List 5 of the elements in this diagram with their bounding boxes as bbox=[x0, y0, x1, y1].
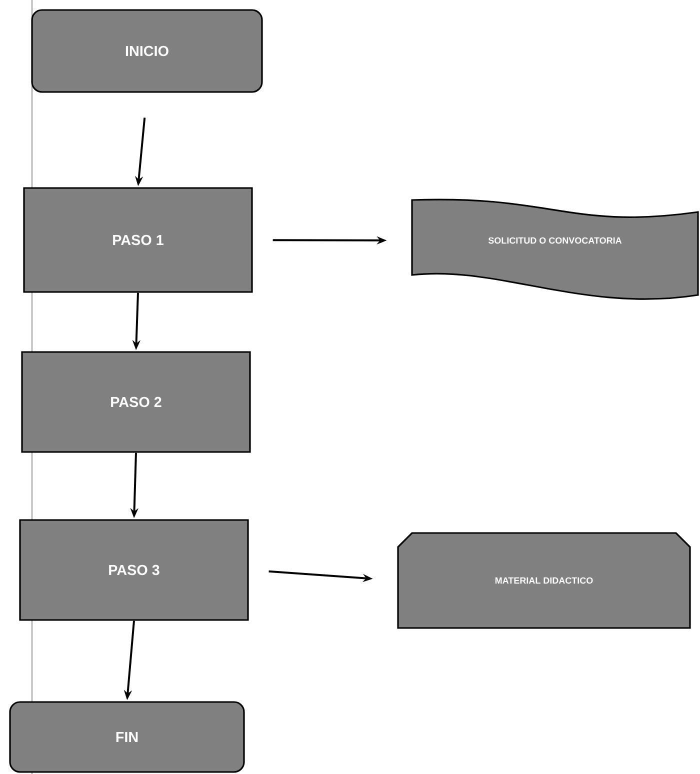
terminal-box: INICIO bbox=[31, 9, 263, 93]
terminal-box: FIN bbox=[9, 701, 245, 773]
process-box: PASO 2 bbox=[21, 351, 251, 453]
process-box: PASO 1 bbox=[23, 187, 253, 293]
process-box: PASO 3 bbox=[19, 519, 249, 621]
